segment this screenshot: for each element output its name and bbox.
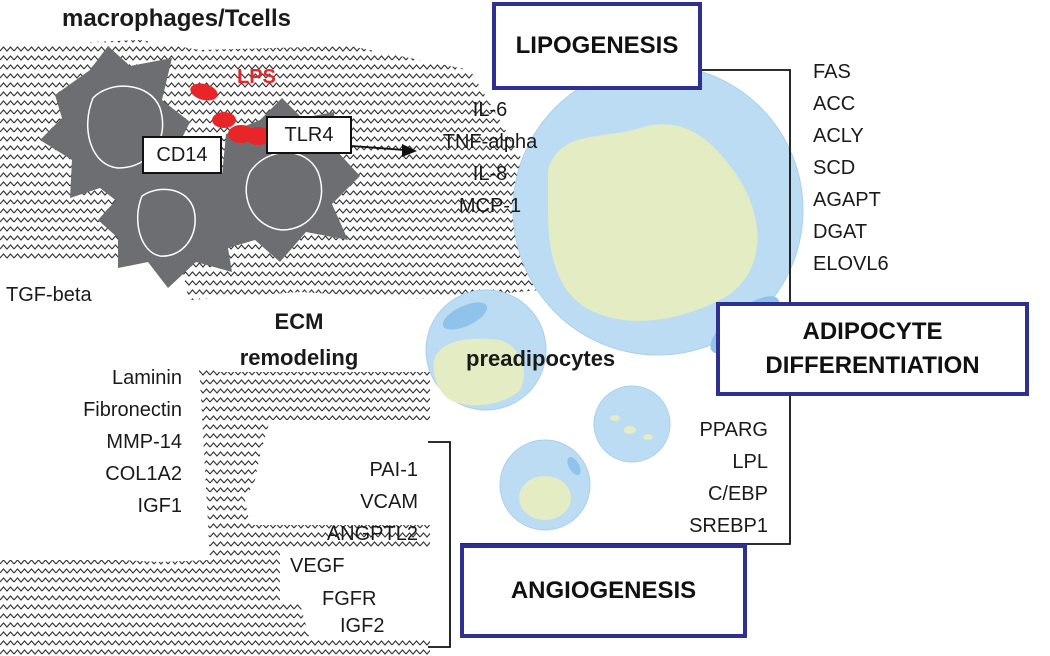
cd14-box: CD14 <box>142 136 222 174</box>
differentiation-gene-list: PPARG LPL C/EBP SREBP1 <box>640 414 768 542</box>
cd14-label: CD14 <box>156 143 208 166</box>
differentiation-title-line1: ADIPOCYTE <box>802 318 943 345</box>
cytokine-item: IL-6 <box>472 99 508 121</box>
ecm-gene-list: Laminin Fibronectin MMP-14 COL1A2 IGF1 <box>40 362 182 522</box>
preadipocyte-lipid <box>433 338 524 406</box>
preadipocyte-small <box>593 385 671 463</box>
lipogenesis-gene-list: FAS ACC ACLY SCD AGAPT DGAT ELOVL6 <box>813 56 889 280</box>
differentiation-box: ADIPOCYTE DIFFERENTIATION <box>716 302 1029 396</box>
ecm-gene: COL1A2 <box>105 463 182 485</box>
lipogenesis-gene: FAS <box>813 61 851 83</box>
lipogenesis-gene: ELOVL6 <box>813 253 889 275</box>
preadipocytes-label: preadipocytes <box>466 346 616 371</box>
lipid-droplet <box>548 124 758 321</box>
cytokine-item: MCP-1 <box>458 195 522 217</box>
differentiation-title-line2: DIFFERENTIATION <box>765 352 980 379</box>
tlr4-arrow <box>351 144 417 157</box>
tlr4-box: TLR4 <box>266 116 352 154</box>
angiogenesis-title: ANGIOGENESIS <box>510 577 697 604</box>
lipogenesis-box: LIPOGENESIS <box>492 2 702 90</box>
differentiation-gene: C/EBP <box>707 483 768 505</box>
ecm-gene: Laminin <box>111 367 182 389</box>
ecm-gene: IGF1 <box>137 495 182 517</box>
angiogenesis-gene: ANGPTL2 <box>326 523 418 545</box>
differentiation-gene: PPARG <box>699 419 768 441</box>
macrophage-cell-2 <box>98 148 250 288</box>
macrophage-title: macrophages/Tcells <box>62 5 291 32</box>
angiogenesis-gene: VCAM <box>360 491 418 513</box>
angiogenesis-gene-list-upper: PAI-1 VCAM ANGPTL2 <box>250 454 418 550</box>
angiogenesis-gene: IGF2 <box>340 615 385 637</box>
ecm-label-line: ECM <box>274 309 324 334</box>
preadipocyte-nucleus <box>442 302 488 330</box>
ecm-label: ECM remodeling <box>216 304 382 376</box>
lipogenesis-title: LIPOGENESIS <box>515 32 679 59</box>
angiogenesis-bracket <box>428 441 451 648</box>
lipogenesis-gene: SCD <box>813 157 856 179</box>
tlr4-label: TLR4 <box>284 123 334 146</box>
lipogenesis-gene: ACLY <box>813 125 864 147</box>
lps-molecules <box>190 83 271 145</box>
lipogenesis-gene: AGAPT <box>813 189 881 211</box>
differentiation-gene: SREBP1 <box>689 515 768 537</box>
angiogenesis-gene: FGFR <box>322 588 377 610</box>
ecm-gene: Fibronectin <box>83 399 182 421</box>
ecm-gene: MMP-14 <box>106 431 182 453</box>
cytokine-item: IL-8 <box>472 163 508 185</box>
angiogenesis-box: ANGIOGENESIS <box>460 544 747 638</box>
ecm-label-line: remodeling <box>239 345 359 370</box>
adipocytes <box>425 64 804 531</box>
cytokine-list: IL-6 TNF-alpha IL-8 MCP-1 <box>410 94 570 222</box>
tgf-label: TGF-beta <box>6 284 92 306</box>
angiogenesis-gene: VEGF <box>290 555 345 577</box>
lps-label: LPS <box>237 66 276 88</box>
differentiation-gene: LPL <box>732 451 768 473</box>
lipogenesis-gene: DGAT <box>813 221 868 243</box>
angiogenesis-gene: PAI-1 <box>369 459 418 481</box>
lipogenesis-gene: ACC <box>813 93 856 115</box>
cytokine-item: TNF-alpha <box>442 131 538 153</box>
